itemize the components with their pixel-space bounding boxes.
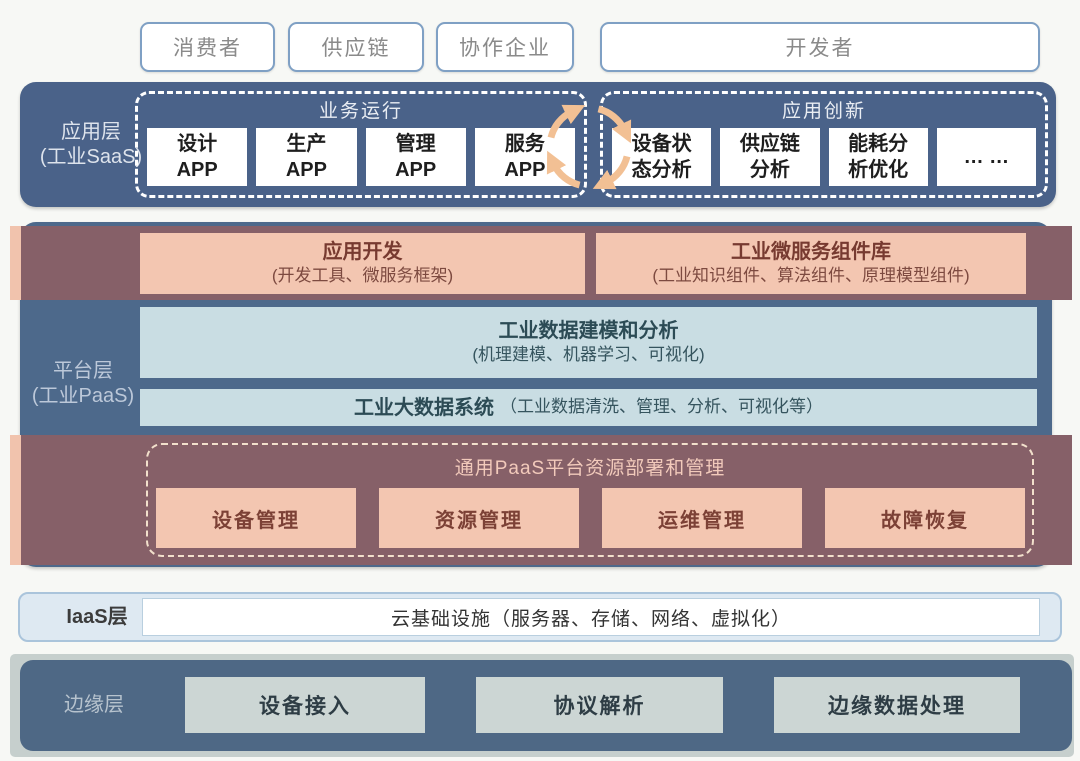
business-operation-boxes: 设计 APP 生产 APP 管理 APP 服务 APP [147, 128, 575, 186]
innovation-box-supply-chain-line2: 分析 [749, 159, 790, 181]
app-dev-subtitle: (开发工具、微服务框架) [271, 266, 454, 286]
paas-mgmt-band-left-edge [10, 435, 21, 565]
application-innovation-boxes: 设备状 态分析 供应链 分析 能耗分 析优化 … … [612, 128, 1036, 186]
microservice-subtitle: (工业知识组件、算法组件、原理模型组件) [652, 266, 970, 286]
actor-supply-chain-label: 供应链 [321, 37, 391, 60]
microservice-title: 工业微服务组件库 [731, 241, 891, 264]
innovation-box-device-status-line2: 态分析 [631, 159, 692, 181]
mgmt-box-ops-label: 运维管理 [658, 509, 746, 532]
innovation-box-more-line1: … … [963, 146, 1010, 168]
cloud-infrastructure-box: 云基础设施（服务器、存储、网络、虚拟化） [142, 598, 1040, 636]
mgmt-box-resource: 资源管理 [379, 488, 579, 548]
innovation-box-energy-line1: 能耗分 [848, 133, 909, 155]
actor-partner-label: 协作企业 [459, 37, 551, 60]
actor-supply-chain: 供应链 [288, 22, 424, 72]
app-dev-title: 应用开发 [322, 241, 403, 264]
cloud-infrastructure-label: 云基础设施（服务器、存储、网络、虚拟化） [390, 608, 791, 630]
platform-layer-label: 平台层 (工业PaaS) [24, 352, 142, 416]
app-box-design-line2: APP [176, 159, 218, 181]
microservice-box: 工业微服务组件库 (工业知识组件、算法组件、原理模型组件) [596, 233, 1026, 294]
edge-box-edge-data-processing-label: 边缘数据处理 [828, 695, 966, 718]
edge-layer-label: 边缘层 [34, 660, 154, 751]
innovation-box-more: … … [936, 128, 1036, 186]
actor-consumer-label: 消费者 [173, 37, 242, 60]
iaas-layer-label-text: IaaS层 [66, 605, 128, 628]
mgmt-box-fault-recovery-label: 故障恢复 [881, 509, 969, 532]
platform-layer-label-line1: 平台层 [53, 360, 113, 382]
application-layer-label: 应用层 (工业SaaS) [32, 82, 150, 207]
innovation-box-energy: 能耗分 析优化 [828, 128, 928, 186]
mgmt-box-device-label: 设备管理 [212, 509, 300, 532]
data-modeling-subtitle: (机理建模、机器学习、可视化) [472, 345, 705, 365]
bigdata-box: 工业大数据系统 （工业数据清洗、管理、分析、可视化等） [140, 389, 1037, 426]
business-operation-title: 业务运行 [318, 100, 403, 122]
innovation-box-energy-line2: 析优化 [848, 159, 909, 181]
cycle-arrows-icon [546, 104, 632, 190]
mgmt-box-fault-recovery: 故障恢复 [825, 488, 1025, 548]
mgmt-box-device: 设备管理 [156, 488, 356, 548]
innovation-box-supply-chain-line1: 供应链 [739, 133, 800, 155]
edge-box-protocol-parsing: 协议解析 [476, 677, 723, 733]
actor-consumer: 消费者 [140, 22, 275, 72]
data-modeling-title: 工业数据建模和分析 [498, 320, 679, 343]
app-box-management-line2: APP [395, 159, 437, 181]
application-innovation-group: 应用创新 设备状 态分析 供应链 分析 能耗分 析优化 … … [600, 91, 1048, 198]
edge-box-device-access: 设备接入 [185, 677, 425, 733]
app-dev-box: 应用开发 (开发工具、微服务框架) [140, 233, 585, 294]
application-innovation-title: 应用创新 [781, 100, 866, 122]
iaas-layer-label: IaaS层 [38, 594, 156, 640]
edge-layer-label-text: 边缘层 [64, 694, 124, 716]
mgmt-box-ops: 运维管理 [602, 488, 802, 548]
application-layer-label-line2: (工业SaaS) [39, 145, 143, 168]
data-modeling-box: 工业数据建模和分析 (机理建模、机器学习、可视化) [140, 307, 1037, 378]
app-box-management-line1: 管理 [395, 133, 436, 155]
app-dev-band-left-edge [10, 226, 21, 300]
edge-layer-band: 边缘层 设备接入 协议解析 边缘数据处理 [20, 660, 1072, 751]
mgmt-box-resource-label: 资源管理 [435, 509, 523, 532]
app-box-service-line1: 服务 [504, 133, 545, 155]
app-box-management: 管理 APP [365, 128, 466, 186]
app-box-service-line2: APP [504, 159, 546, 181]
actor-partner: 协作企业 [436, 22, 574, 72]
bigdata-subtitle: （工业数据清洗、管理、分析、可视化等） [500, 397, 823, 417]
bigdata-title: 工业大数据系统 [354, 396, 494, 419]
actor-developer: 开发者 [600, 22, 1040, 72]
edge-box-protocol-parsing-label: 协议解析 [553, 695, 646, 718]
app-box-design-line1: 设计 [177, 133, 218, 155]
edge-box-device-access-label: 设备接入 [259, 695, 351, 718]
actor-developer-label: 开发者 [785, 37, 855, 60]
business-operation-group: 业务运行 设计 APP 生产 APP 管理 APP 服务 APP [135, 91, 587, 198]
app-box-production: 生产 APP [256, 128, 357, 186]
edge-box-edge-data-processing: 边缘数据处理 [774, 677, 1020, 733]
innovation-box-supply-chain: 供应链 分析 [720, 128, 820, 186]
innovation-box-device-status-line1: 设备状 [631, 133, 692, 155]
paas-mgmt-title: 通用PaaS平台资源部署和管理 [454, 458, 726, 479]
paas-mgmt-group: 通用PaaS平台资源部署和管理 [146, 443, 1034, 557]
app-box-production-line2: APP [285, 159, 327, 181]
iaas-layer-band: IaaS层 云基础设施（服务器、存储、网络、虚拟化） [18, 592, 1062, 642]
edge-layer-outer: 边缘层 设备接入 协议解析 边缘数据处理 [10, 654, 1074, 757]
platform-layer-label-line2: (工业PaaS) [31, 385, 135, 407]
app-box-production-line1: 生产 [286, 133, 327, 155]
app-box-design: 设计 APP [147, 128, 248, 186]
application-layer-label-line1: 应用层 [61, 120, 121, 143]
